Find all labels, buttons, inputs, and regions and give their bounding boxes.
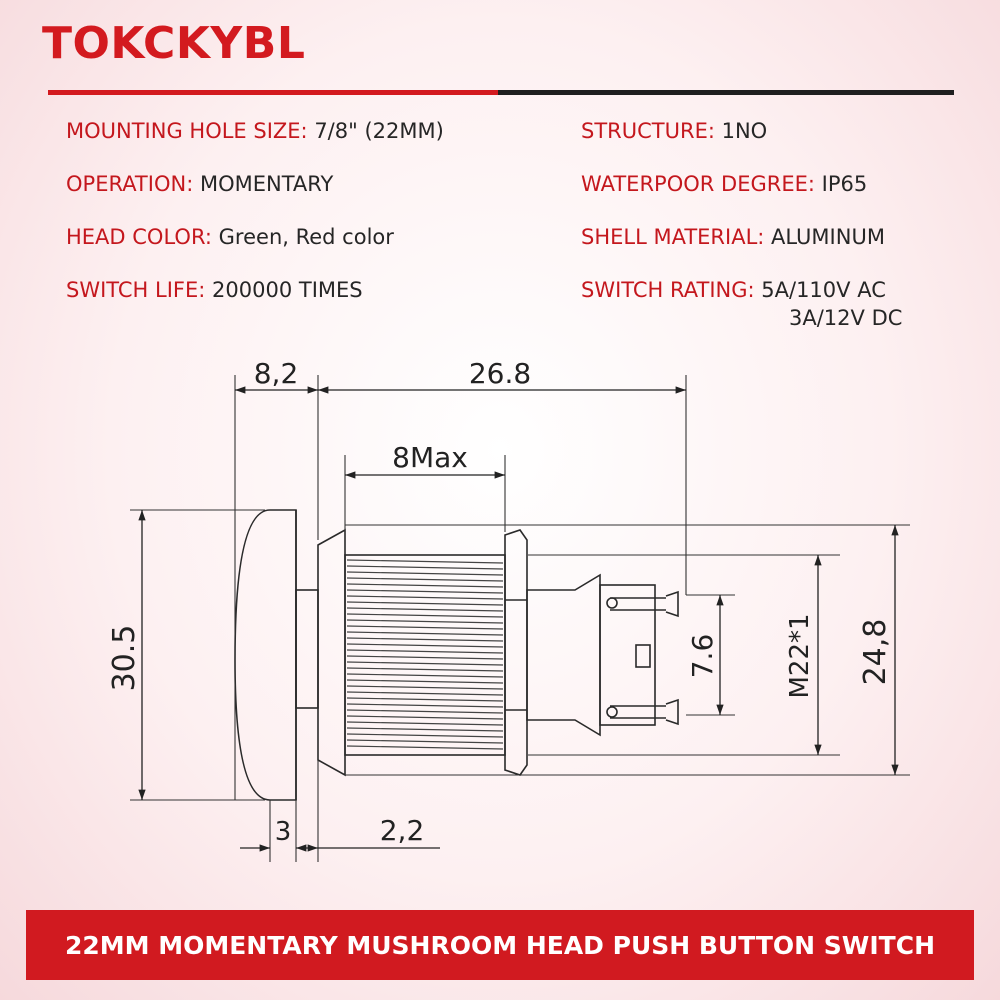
spec-value: MOMENTARY — [199, 172, 334, 196]
thread-line — [346, 679, 504, 684]
thread-line — [346, 559, 504, 564]
thread-line — [346, 643, 504, 648]
thread-line — [346, 649, 504, 654]
thread-line — [346, 661, 504, 666]
thread-line — [346, 589, 504, 594]
spec-shell-material: SHELL MATERIAL: ALUMINUM — [581, 225, 885, 249]
spec-value: 7/8" (22MM) — [314, 119, 444, 143]
thread-line — [346, 703, 504, 708]
spec-waterproof-degree: WATERPOOR DEGREE: IP65 — [581, 172, 867, 196]
thread-line — [346, 625, 504, 630]
terminal-bottom — [610, 698, 679, 726]
brand-logo: TOKCKYBL — [42, 18, 306, 69]
dim-m22: M22*1 — [785, 613, 815, 698]
spec-label: HEAD COLOR: — [66, 225, 212, 249]
dim-8max: 8Max — [392, 441, 468, 474]
header-rule-red — [48, 90, 498, 95]
thread-lines — [346, 559, 504, 750]
dim-30-5: 30.5 — [107, 625, 142, 692]
thread-line — [346, 709, 504, 714]
dimension-lines — [138, 386, 899, 852]
thread-line — [346, 655, 504, 660]
spec-label: SHELL MATERIAL: — [581, 225, 765, 249]
thread-line — [346, 745, 504, 750]
dim-3: 3 — [275, 817, 292, 847]
dim-8-2: 8,2 — [254, 357, 299, 390]
spec-operation: OPERATION: MOMENTARY — [66, 172, 333, 196]
thread-line — [346, 577, 504, 582]
spec-value: ALUMINUM — [771, 225, 885, 249]
thread-line — [346, 691, 504, 696]
thread-line — [346, 685, 504, 690]
spec-label: MOUNTING HOLE SIZE: — [66, 119, 308, 143]
extension-lines — [130, 375, 910, 862]
spec-label: SWITCH LIFE: — [66, 278, 206, 302]
dim-26-8: 26.8 — [469, 357, 531, 390]
contact-block — [599, 584, 656, 726]
thread-line — [346, 607, 504, 612]
thread-line — [346, 583, 504, 588]
spec-value: 5A/110V AC — [761, 278, 886, 302]
thread-line — [346, 631, 504, 636]
thread-line — [346, 721, 504, 726]
thread-line — [346, 697, 504, 702]
thread-line — [346, 601, 504, 606]
thread-line — [346, 637, 504, 642]
dim-7-6: 7.6 — [686, 634, 719, 679]
thread-line — [346, 715, 504, 720]
thread-line — [346, 613, 504, 618]
mushroom-head — [234, 509, 297, 801]
spec-switch-rating: SWITCH RATING: 5A/110V AC 3A/12V DC — [581, 278, 902, 330]
thread-line — [346, 595, 504, 600]
thread-line — [346, 673, 504, 678]
thread-line — [346, 727, 504, 732]
thread-line — [346, 733, 504, 738]
spec-value: 1NO — [721, 119, 768, 143]
spec-switch-life: SWITCH LIFE: 200000 TIMES — [66, 278, 363, 302]
dim-2-2: 2,2 — [380, 814, 425, 847]
spec-label: WATERPOOR DEGREE: — [581, 172, 815, 196]
header-rule-dark — [498, 90, 954, 95]
bezel — [317, 528, 346, 777]
spec-value: Green, Red color — [218, 225, 394, 249]
spec-label: SWITCH RATING: — [581, 278, 755, 302]
spec-value: 200000 TIMES — [212, 278, 363, 302]
head-stem — [295, 589, 319, 709]
terminal-top — [610, 590, 679, 618]
footer-banner: 22MM MOMENTARY MUSHROOM HEAD PUSH BUTTON… — [26, 910, 974, 980]
spec-mounting-hole-size: MOUNTING HOLE SIZE: 7/8" (22MM) — [66, 119, 444, 143]
dim-24-8: 24,8 — [858, 619, 893, 686]
thread-line — [346, 667, 504, 672]
spec-structure: STRUCTURE: 1NO — [581, 119, 767, 143]
thread-line — [346, 571, 504, 576]
thread-line — [346, 739, 504, 744]
spec-value-secondary: 3A/12V DC — [789, 306, 903, 330]
spec-label: OPERATION: — [66, 172, 194, 196]
footer-title: 22MM MOMENTARY MUSHROOM HEAD PUSH BUTTON… — [64, 930, 936, 960]
rear-housing — [526, 573, 601, 737]
spec-label: STRUCTURE: — [581, 119, 715, 143]
spec-value: IP65 — [821, 172, 868, 196]
spec-head-color: HEAD COLOR: Green, Red color — [66, 225, 394, 249]
nut — [504, 529, 528, 776]
thread-line — [346, 565, 504, 570]
thread-line — [346, 619, 504, 624]
